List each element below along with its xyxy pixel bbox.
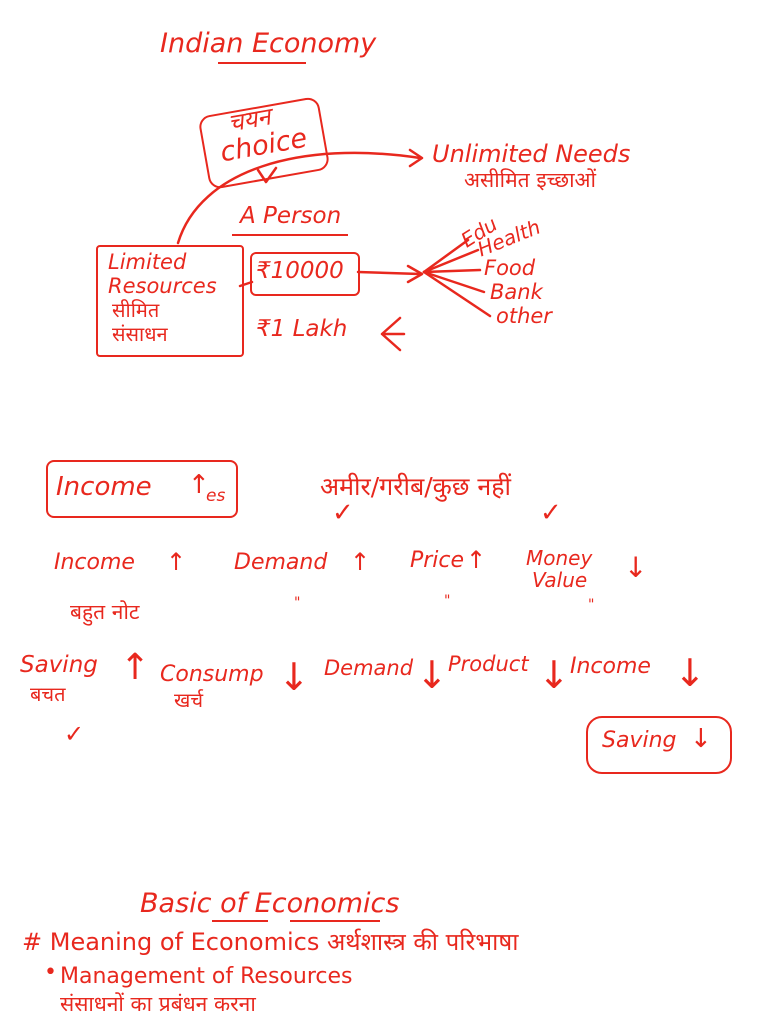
unlimited-needs: Unlimited Needs [432,140,631,168]
limited-resources-line-1: Limited [108,250,187,274]
row1-money-arrow: ↓ [624,551,648,584]
row1-demand-arrow: ↑ [350,548,371,576]
arrowhead-amount [406,264,424,284]
person-underline [232,234,348,236]
fan-other [422,270,492,318]
limited-resources-box [96,245,244,357]
ditto-1: " [294,595,301,611]
ditto-2: " [444,593,451,609]
limited-resources-line-3: सीमित [112,298,160,322]
row2-consump-hindi: खर्च [174,688,204,712]
income-box-suffix: es [206,486,226,506]
ditto-3: " [588,597,595,613]
fan-bank [422,270,486,294]
rich-poor-nothing: अमीर/गरीब/कुछ नहीं [320,472,511,501]
row1-money: Money [526,546,593,570]
need-food: Food [484,256,536,280]
amount-1-lakh: ₹1 Lakh [256,316,348,342]
income-box-label: Income [56,472,152,502]
fan-edu [422,238,470,274]
row2-saving-hindi: बचत [30,682,66,706]
row2-income: Income [570,654,651,679]
title-underline [218,62,306,64]
a-person: A Person [240,203,342,229]
basic-underline-2 [290,920,380,922]
fan-food [422,268,482,274]
line-amount-to-needs [356,270,422,276]
need-other: other [496,304,552,328]
limited-resources-line-4: संसाधन [112,322,168,346]
row2-saving: Saving [20,652,98,678]
income-box-arrow: ↑ [188,470,210,500]
row1-price-arrow: ↑ [466,546,487,574]
row1-many-notes: बहुत नोट [70,600,140,624]
row2-product: Product [448,652,529,676]
row1-income-arrow: ↑ [166,548,187,576]
row1-value: Value [532,568,588,592]
row1-income: Income [54,550,135,575]
basic-underline [212,920,268,922]
amount-10000: ₹10000 [256,258,344,284]
limited-resources-line-2: Resources [108,274,217,298]
row2-product-arrow: ↓ [538,653,570,697]
row2-saving-tick: ✓ [64,720,85,748]
income-box [46,460,238,518]
saving-box-arrow: ↓ [690,724,712,754]
note-title: Indian Economy [160,28,377,59]
saving-box [586,716,732,774]
meaning-heading: # Meaning of Economics अर्थशास्त्र की पर… [22,928,519,956]
bullet-1: Management of Resources [60,964,353,989]
basic-title: Basic of Economics [140,888,400,919]
row2-income-arrow: ↓ [674,651,706,695]
fan-health [422,248,480,274]
saving-box-label: Saving [602,728,677,753]
arrow-lakh [380,316,406,352]
row2-demand: Demand [324,656,414,680]
tick-rich: ✓ [332,498,354,528]
arrowhead-needs [408,148,424,168]
unlimited-needs-hindi: असीमित इच्छाओं [464,168,596,192]
row2-consump: Consump [160,662,264,687]
bullet-dot: • [44,960,57,985]
row2-consump-arrow: ↓ [278,655,310,699]
bullet-1-hindi: संसाधनों का प्रबंधन करना [60,992,256,1016]
need-bank: Bank [490,280,543,304]
row1-price: Price [410,548,465,573]
row2-demand-arrow: ↓ [416,653,448,697]
tick-nothing: ✓ [540,498,562,528]
row1-demand: Demand [234,550,328,575]
row2-saving-arrow: ↑ [120,647,151,688]
